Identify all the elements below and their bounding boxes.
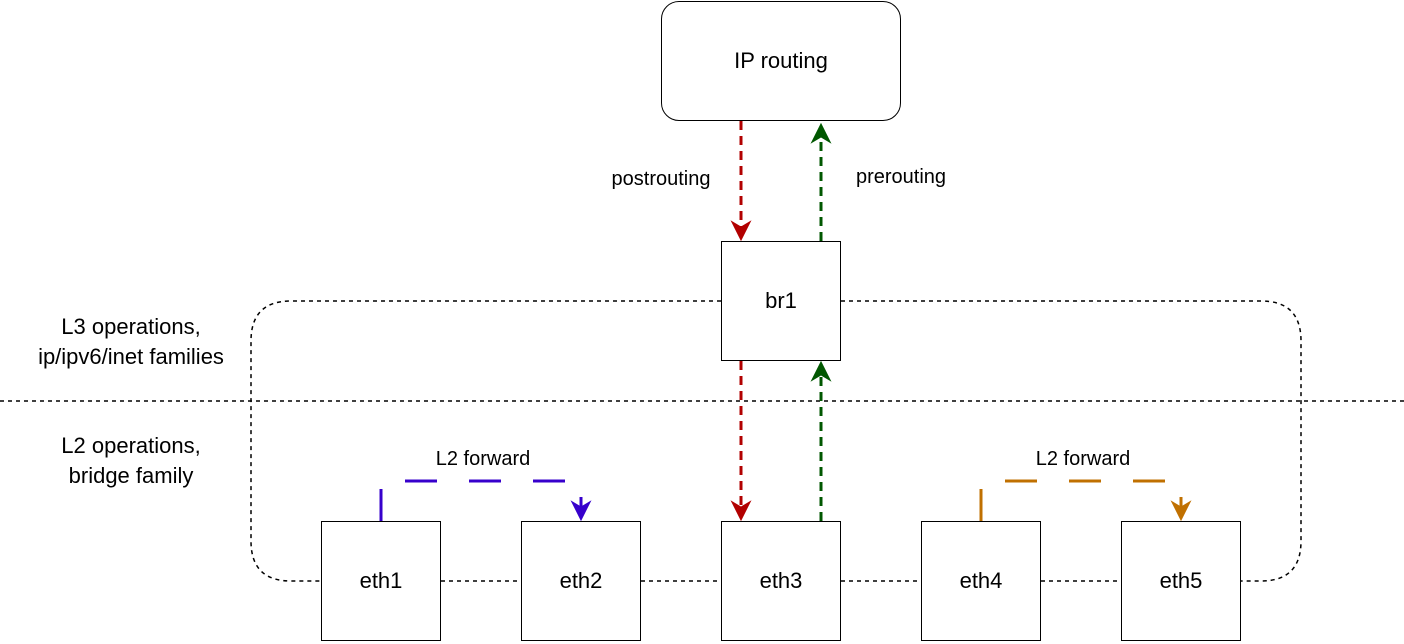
eth3-node: eth3 (721, 521, 841, 641)
br1-label: br1 (765, 288, 797, 313)
postrouting-label: postrouting (611, 168, 711, 190)
eth4-label: eth4 (959, 568, 1003, 593)
eth3-label: eth3 (759, 568, 803, 593)
l2-operations-label: L2 operations, bridge family (10, 431, 252, 491)
bridge-boundary-right (841, 300, 1302, 582)
l2-forward-label-right: L2 forward (1003, 448, 1163, 471)
l3-operations-line1: L3 operations, (61, 314, 201, 339)
br1-node: br1 (721, 241, 841, 361)
l2-forward-arrow-right (979, 479, 1192, 522)
l3-operations-label: L3 operations, ip/ipv6/inet families (10, 312, 252, 372)
bridge-boundary (250, 300, 721, 582)
l2-forward-label-left: L2 forward (403, 448, 563, 471)
l3-operations-line2: ip/ipv6/inet families (38, 344, 224, 369)
eth5-label: eth5 (1159, 568, 1203, 593)
prerouting-label: prerouting (855, 166, 947, 188)
ip-routing-node: IP routing (661, 1, 901, 121)
eth1-node: eth1 (321, 521, 441, 641)
eth4-node: eth4 (921, 521, 1041, 641)
eth2-node: eth2 (521, 521, 641, 641)
l2-operations-line1: L2 operations, (61, 433, 201, 458)
eth5-node: eth5 (1121, 521, 1241, 641)
ip-routing-label: IP routing (734, 48, 828, 73)
l2-forward-arrow-left (379, 479, 592, 522)
l2-operations-line2: bridge family (68, 463, 194, 488)
eth1-label: eth1 (359, 568, 403, 593)
eth2-label: eth2 (559, 568, 603, 593)
